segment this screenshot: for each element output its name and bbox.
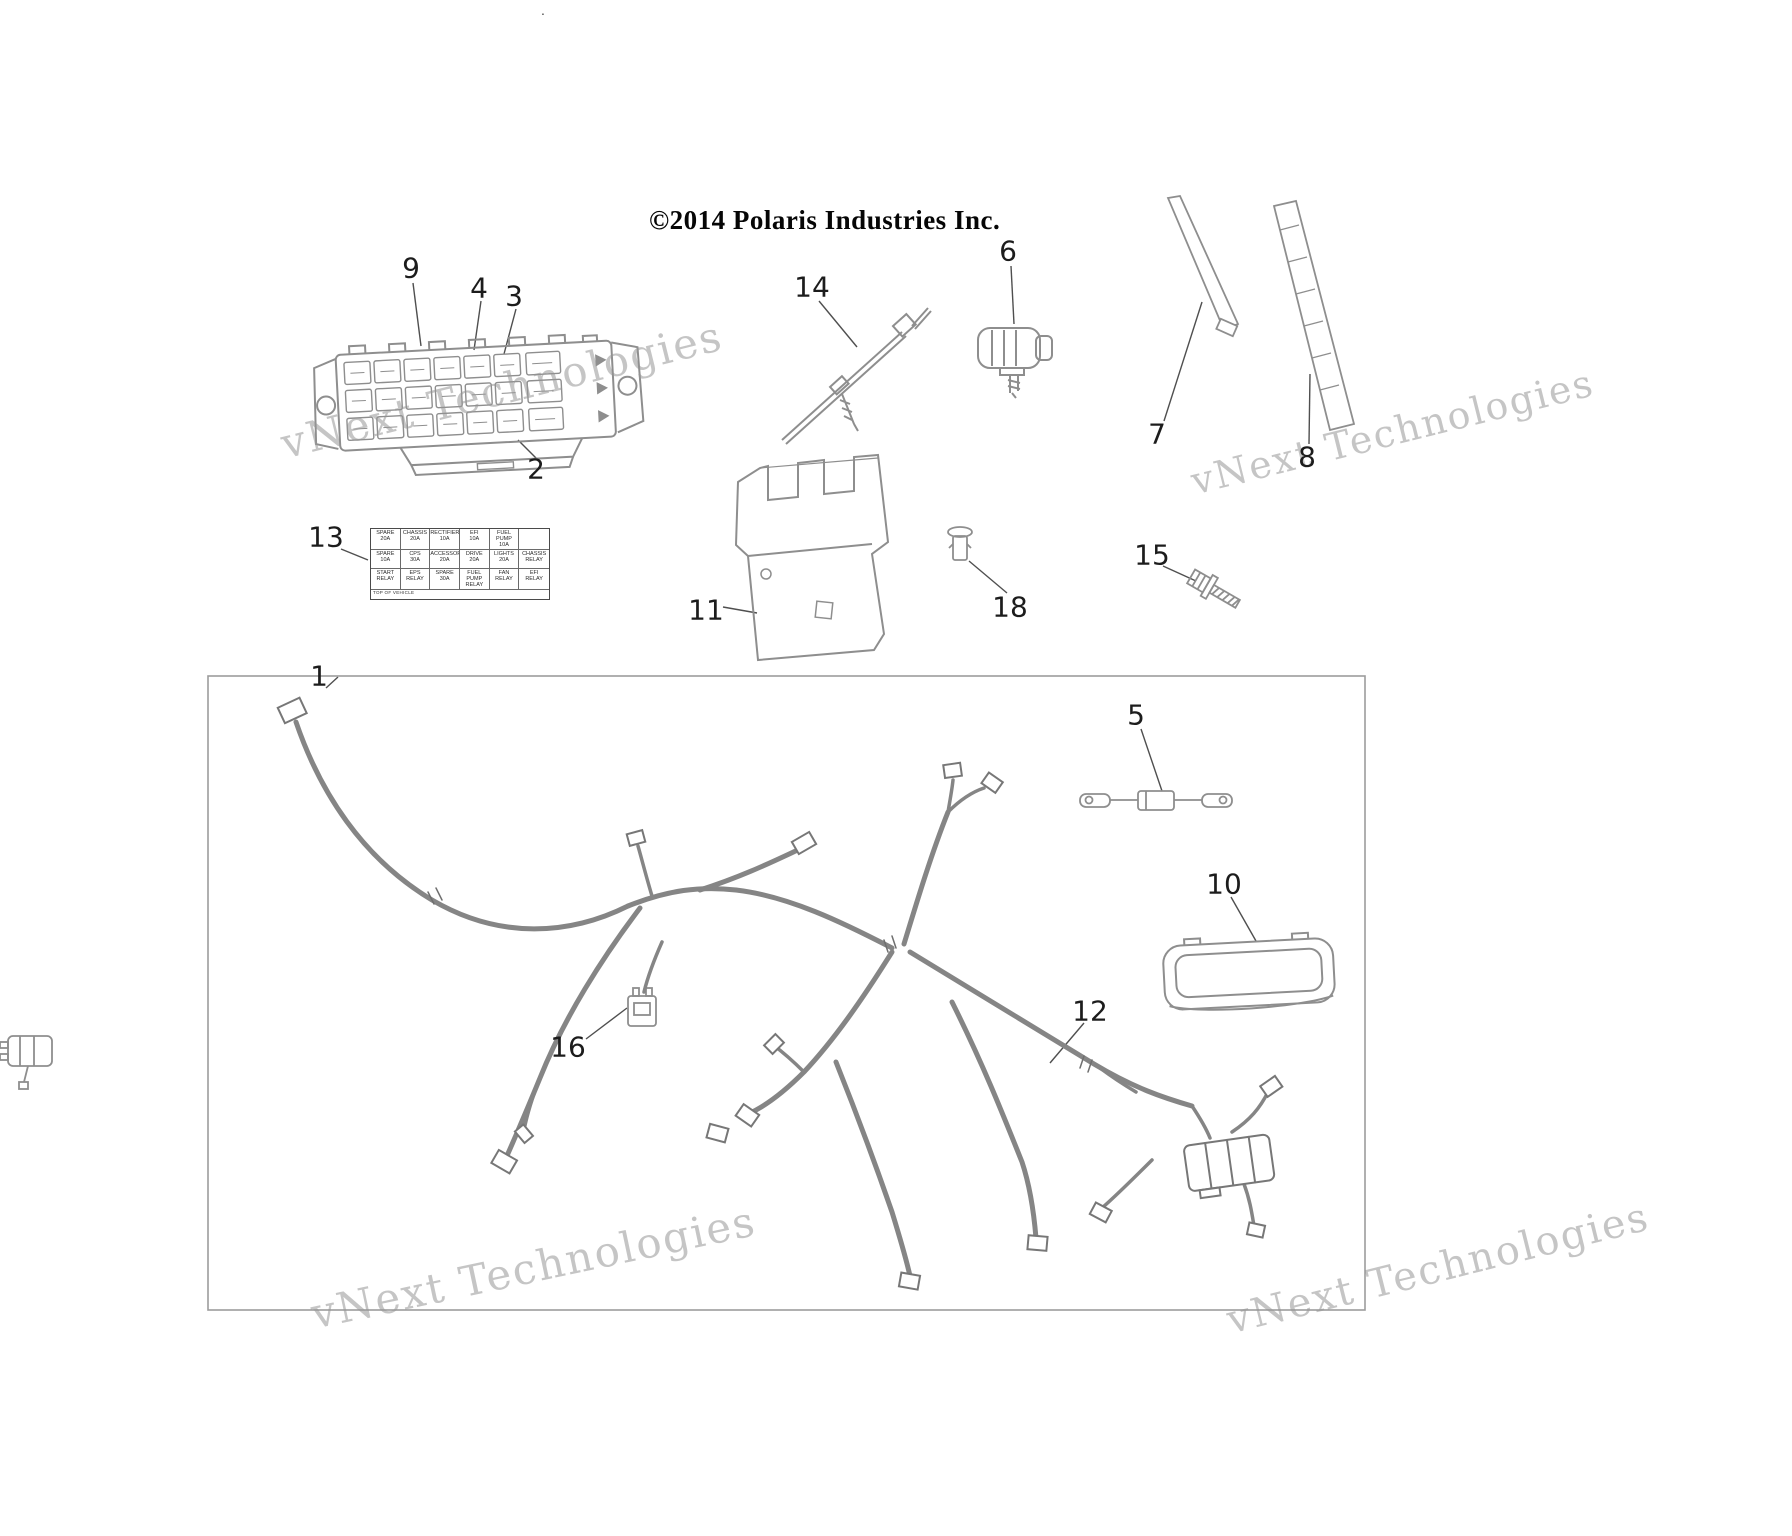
leader-lines [325,265,1311,1064]
callout-6: 6 [999,234,1017,268]
fuse-label-cell: FAN RELAY [489,569,520,591]
fuse-label-cell: CHASSIS RELAY [519,550,549,570]
callout-16: 16 [550,1030,586,1064]
fuse-label-cell: FUEL PUMP 10A [489,529,520,551]
fuse-label-footer: TOP OF VEHICLE [373,590,415,596]
cable-tie-drawing [781,307,932,445]
push-rivet-drawing [947,526,973,561]
fuse-label-cell: EFI RELAY [519,569,549,591]
callout-5: 5 [1127,698,1145,732]
stray-dot: . [541,2,545,18]
harness-block-drawing [1183,1133,1276,1200]
bracket-drawing [734,453,890,662]
fuse-label-grid: SPARE 20A CHASSIS 20A RECTIFIER 10A EFI … [371,529,549,591]
sleeve-tube-8-drawing [1272,199,1356,432]
callout-12: 12 [1072,994,1108,1028]
fuse-block-drawing [313,333,645,476]
callout-7: 7 [1148,417,1166,451]
callout-13: 13 [308,520,344,554]
fuse-label-cell: LIGHTS 20A [489,550,520,570]
callout-15: 15 [1134,538,1170,572]
assembly-box-border [207,675,1366,1311]
module-drawing [1162,931,1336,1011]
fuse-drawing [627,987,657,1027]
sleeve-tube-7-drawing [1166,194,1240,338]
fuse-label-cell: EFI 10A [459,529,490,551]
callout-3: 3 [505,279,523,313]
fuse-label-cell: CHASSIS 20A [400,529,431,551]
fuse-label-cell: ACCESSORY 20A [430,550,460,570]
callout-2: 2 [527,452,545,486]
fuse-label-cell: RECTIFIER 10A [430,529,460,551]
fuse-label-cell [519,529,549,551]
callout-18: 18 [992,590,1028,624]
callout-1: 1 [310,659,328,693]
fuse-label-cell: SPARE 20A [371,529,401,551]
callout-9: 9 [402,251,420,285]
fuse-label-cell: START RELAY [371,569,401,591]
fuse-label-cell: SPARE 30A [430,569,460,591]
diode-drawing [1079,790,1233,811]
sensor-connector-drawing [977,327,1053,399]
fuse-label-cell: CPS 30A [400,550,431,570]
callout-8: 8 [1298,440,1316,474]
callout-4: 4 [470,271,488,305]
bolt-drawing [1185,568,1242,609]
callout-11: 11 [688,593,724,627]
fuse-identification-label: SPARE 20A CHASSIS 20A RECTIFIER 10A EFI … [370,528,550,601]
callout-10: 10 [1206,867,1242,901]
left-plug-drawing [0,1035,53,1090]
fuse-label-cell: FUEL PUMP RELAY [459,569,490,591]
callout-14: 14 [794,270,830,304]
fuse-label-cell: DRIVE 20A [459,550,490,570]
fuse-label-cell: SPARE 10A [371,550,401,570]
wire-harness-drawing [276,696,1284,1291]
copyright-text: ©2014 Polaris Industries Inc. [649,205,1001,235]
fuse-label-cell: EPS RELAY [400,569,431,591]
